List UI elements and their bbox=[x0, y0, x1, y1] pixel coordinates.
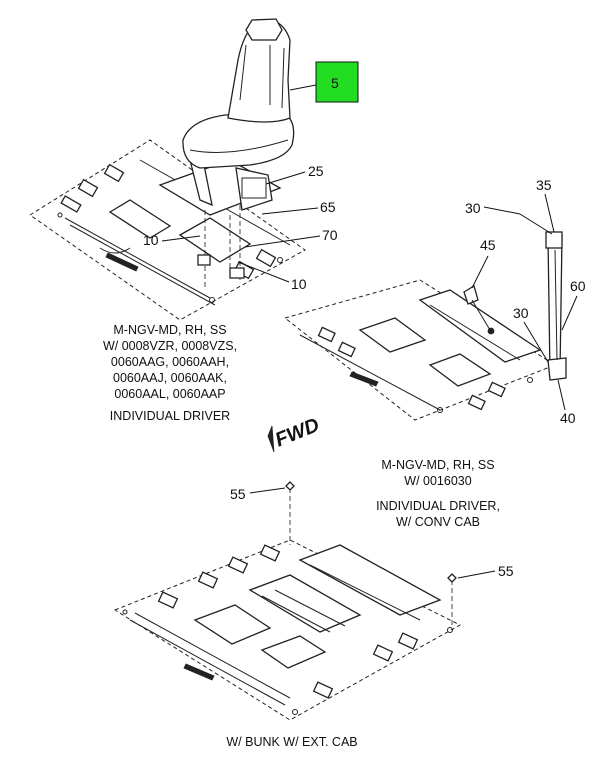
svg-text:0060AAG, 0060AAH,: 0060AAG, 0060AAH, bbox=[111, 355, 229, 369]
callout-25: 25 bbox=[308, 163, 324, 179]
shoulder-anchor bbox=[545, 231, 563, 249]
callout-60: 60 bbox=[570, 278, 586, 294]
callout-30-lower: 30 bbox=[513, 305, 529, 321]
caption-right: M-NGV-MD, RH, SS W/ 0016030 INDIVIDUAL D… bbox=[376, 458, 500, 529]
svg-text:M-NGV-MD, RH, SS: M-NGV-MD, RH, SS bbox=[381, 458, 494, 472]
fwd-arrow-icon bbox=[267, 425, 275, 453]
seat-back bbox=[227, 19, 291, 123]
floor-plate-3-details bbox=[122, 544, 453, 715]
fwd-indicator: FWD bbox=[267, 414, 323, 453]
caption-top-left: M-NGV-MD, RH, SS W/ 0008VZR, 0008VZS, 00… bbox=[103, 323, 237, 423]
seat-riser bbox=[158, 158, 282, 290]
svg-text:0060AAJ, 0060AAK,: 0060AAJ, 0060AAK, bbox=[113, 371, 227, 385]
callout-35: 35 bbox=[536, 177, 552, 193]
svg-text:W/ CONV CAB: W/ CONV CAB bbox=[396, 515, 480, 529]
bunk-floor-view bbox=[113, 481, 462, 721]
floor-plate-1-details bbox=[57, 159, 291, 306]
belt-buckle bbox=[463, 285, 479, 305]
callout-10-upper: 10 bbox=[143, 232, 159, 248]
floor-plate-2 bbox=[283, 279, 557, 421]
floor-plate-2-details bbox=[299, 289, 542, 413]
svg-text:W/ 0008VZR, 0008VZS,: W/ 0008VZR, 0008VZS, bbox=[103, 339, 237, 353]
caption-bottom: W/ BUNK W/ EXT. CAB bbox=[226, 735, 357, 749]
svg-text:INDIVIDUAL DRIVER,: INDIVIDUAL DRIVER, bbox=[376, 499, 500, 513]
retractor bbox=[547, 357, 567, 381]
svg-text:0060AAL, 0060AAP: 0060AAL, 0060AAP bbox=[114, 387, 225, 401]
svg-text:INDIVIDUAL DRIVER: INDIVIDUAL DRIVER bbox=[110, 409, 230, 423]
callout-10-lower: 10 bbox=[291, 276, 307, 292]
callout-65: 65 bbox=[320, 199, 336, 215]
callout-40: 40 bbox=[560, 410, 576, 426]
callout-70: 70 bbox=[322, 227, 338, 243]
callout-30-upper: 30 bbox=[465, 200, 481, 216]
seatbelt-assembly-view bbox=[283, 231, 567, 421]
callout-55-left: 55 bbox=[230, 486, 246, 502]
callout-5: 5 bbox=[331, 75, 339, 91]
callout-55-right: 55 bbox=[498, 563, 514, 579]
callout-5-box bbox=[315, 61, 359, 103]
svg-text:M-NGV-MD, RH, SS: M-NGV-MD, RH, SS bbox=[113, 323, 226, 337]
fwd-label: FWD bbox=[272, 414, 322, 451]
svg-text:W/ 0016030: W/ 0016030 bbox=[404, 474, 471, 488]
callout-45: 45 bbox=[480, 237, 496, 253]
seat-cushion bbox=[182, 111, 295, 169]
seat-assembly-view bbox=[29, 18, 306, 321]
